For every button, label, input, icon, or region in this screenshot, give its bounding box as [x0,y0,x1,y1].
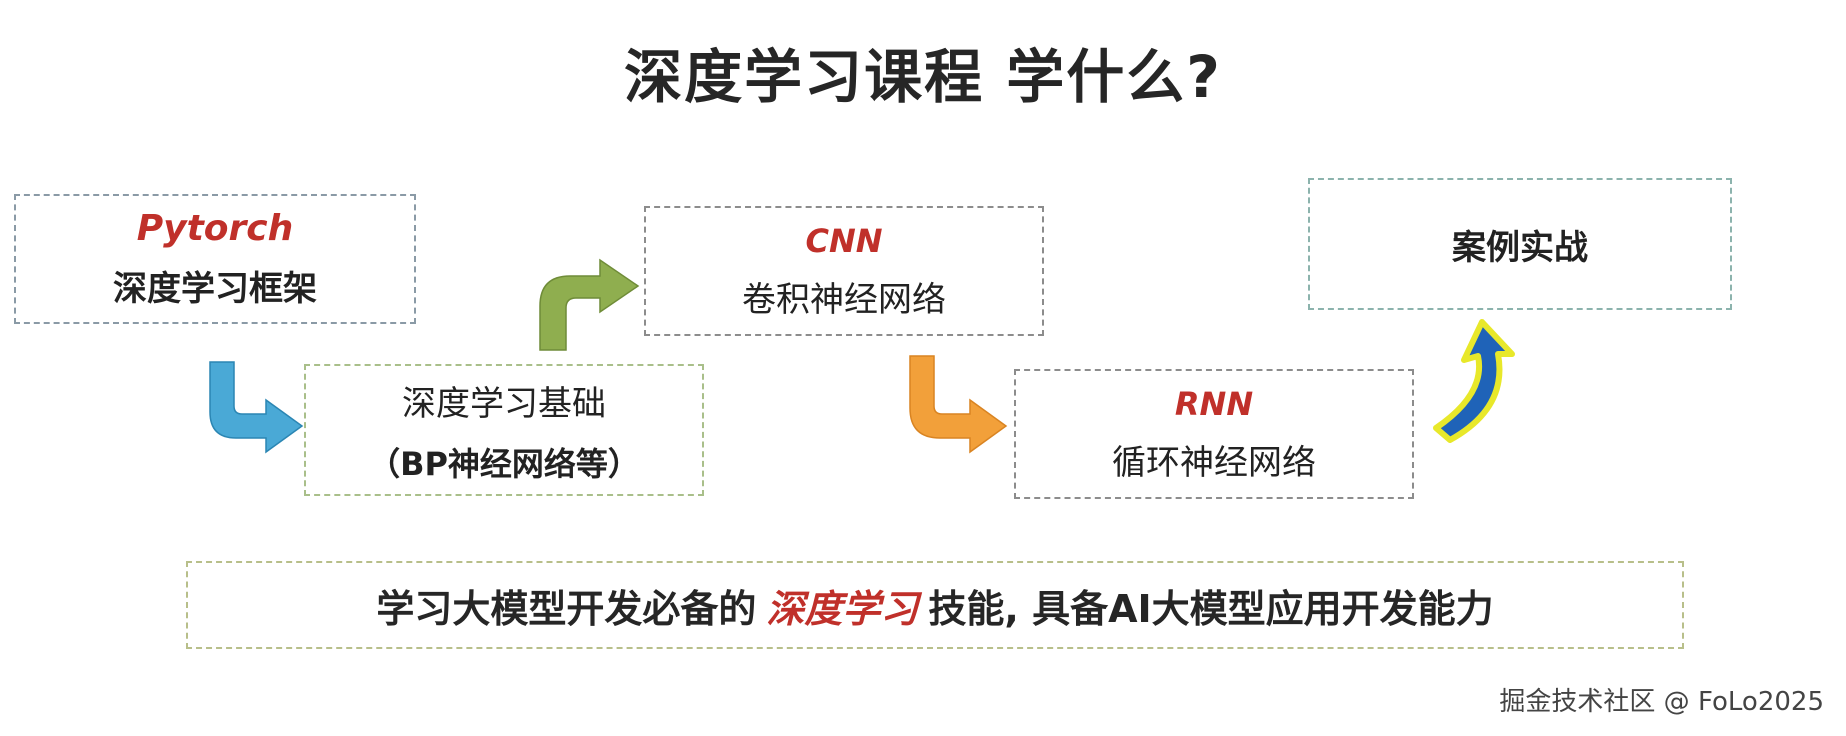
rnn-label: RNN [1174,384,1254,423]
arrow-cnn-to-rnn-icon [909,355,1008,454]
basics-box: 深度学习基础 （BP神经网络等） [304,364,704,496]
summary-after: 技能, 具备AI大模型应用开发能力 [928,586,1494,631]
cnn-box: CNN 卷积神经网络 [644,206,1044,336]
basics-line1: 深度学习基础 [402,383,606,424]
cases-box: 案例实战 [1308,178,1732,310]
summary-emphasis: 深度学习 [766,586,919,631]
pytorch-desc: 深度学习框架 [113,269,317,309]
watermark: 掘金技术社区 @ FoLo2025 [1499,687,1824,717]
summary-before: 学习大模型开发必备的 [376,586,757,631]
cnn-desc: 卷积神经网络 [742,279,946,320]
summary-text: 学习大模型开发必备的深度学习技能, 具备AI大模型应用开发能力 [376,578,1493,633]
cases-label: 案例实战 [1452,227,1588,268]
basics-line2: （BP神经网络等） [368,444,640,483]
arrow-pytorch-to-basics-icon [209,361,304,454]
rnn-desc: 循环神经网络 [1112,442,1316,483]
arrow-basics-to-cnn-icon [539,258,640,351]
rnn-box: RNN 循环神经网络 [1014,369,1414,499]
pytorch-label: Pytorch [136,208,294,249]
arrow-rnn-to-cases-icon [1433,319,1515,443]
pytorch-box: Pytorch 深度学习框架 [14,194,416,324]
cnn-label: CNN [805,221,883,260]
page-title: 深度学习课程 学什么? [624,43,1222,111]
summary-banner: 学习大模型开发必备的深度学习技能, 具备AI大模型应用开发能力 [186,561,1684,649]
